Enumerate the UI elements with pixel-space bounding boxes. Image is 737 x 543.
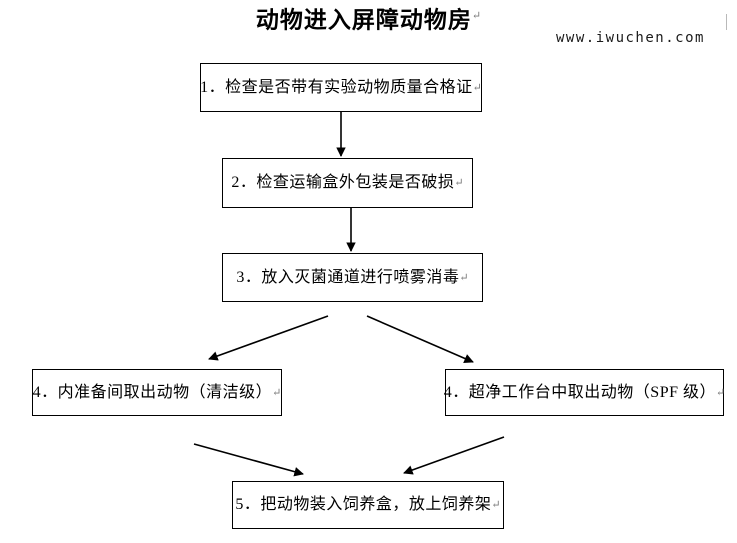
paragraph-mark-icon: ↵ [491, 499, 501, 511]
margin-mark [726, 14, 727, 30]
page-title-text: 动物进入屏障动物房 [255, 7, 472, 33]
arrow-node3-node4a [208, 315, 329, 361]
watermark: www.iwuchen.com [556, 30, 705, 46]
flow-node-label: 4．内准备间取出动物（清洁级） [32, 383, 273, 401]
paragraph-mark-icon: ↵ [471, 10, 482, 22]
flow-node-check-certificate[interactable]: 1．检查是否带有实验动物质量合格证↵ [200, 63, 482, 112]
flow-node-inner-prep-room-clean-grade[interactable]: 4．内准备间取出动物（清洁级）↵ [32, 369, 282, 416]
paragraph-mark-icon: ↵ [459, 271, 469, 284]
arrow-node4b-node5 [403, 436, 505, 475]
flow-node-check-packaging[interactable]: 2．检查运输盒外包装是否破损↵ [222, 158, 473, 208]
arrow-node4a-node5 [193, 443, 304, 477]
arrow-node3-node4b [366, 315, 474, 363]
page-title: 动物进入屏障动物房↵ [0, 2, 737, 35]
flow-node-place-in-cage-rack[interactable]: 5．把动物装入饲养盒，放上饲养架↵ [232, 481, 504, 529]
flow-node-sterilization-spray[interactable]: 3．放入灭菌通道进行喷雾消毒↵ [222, 253, 483, 302]
flow-node-label: 1．检查是否带有实验动物质量合格证 [200, 78, 473, 96]
paragraph-mark-icon: ↵ [716, 386, 726, 399]
flow-node-label: 5．把动物装入饲养盒，放上饲养架 [235, 496, 492, 513]
flow-node-label: 4．超净工作台中取出动物（SPF 级） [443, 383, 716, 401]
flow-node-clean-bench-spf-grade[interactable]: 4．超净工作台中取出动物（SPF 级）↵ [443, 369, 726, 416]
flow-node-label: 2．检查运输盒外包装是否破损 [231, 174, 455, 191]
paragraph-mark-icon: ↵ [272, 386, 282, 399]
flow-node-label: 3．放入灭菌通道进行喷雾消毒 [236, 268, 460, 286]
paragraph-mark-icon: ↵ [472, 81, 482, 94]
paragraph-mark-icon: ↵ [454, 177, 464, 189]
